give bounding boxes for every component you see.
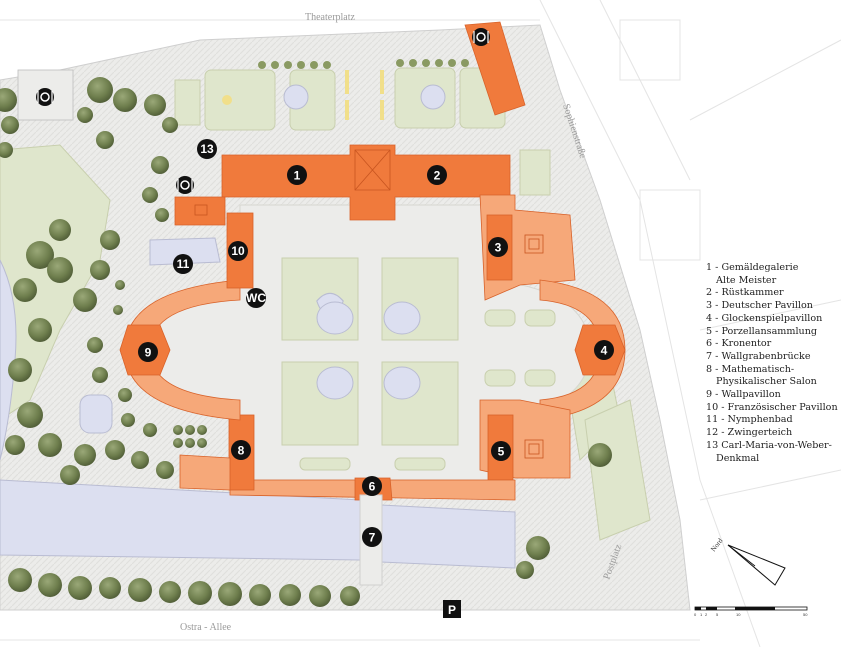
map-legend: 1 - Gemäldegalerie Alte Meister 2 - Rüst… (706, 262, 838, 465)
marker-8[interactable]: 8 (231, 440, 251, 460)
nymphenbad-pool (149, 237, 221, 266)
legend-item: 13 Carl-Maria-von-Weber- (706, 439, 832, 451)
legend-item: 2 - Rüstkammer (706, 287, 784, 299)
svg-text:3: 3 (495, 241, 502, 255)
trees (0, 77, 612, 607)
svg-text:11: 11 (177, 257, 190, 271)
legend-item-cont: Denkmal (716, 452, 760, 464)
svg-text:1: 1 (294, 169, 301, 183)
svg-text:10: 10 (231, 244, 245, 258)
svg-text:2: 2 (434, 169, 441, 183)
legend-item: 11 - Nymphenbad (706, 414, 793, 426)
legend-item: 6 - Kronentor (706, 338, 772, 350)
marker-4[interactable]: 4 (594, 340, 614, 360)
svg-text:8: 8 (238, 444, 245, 458)
legend-item: 4 - Glockenspielpavillon (706, 312, 823, 324)
legend-item: 3 - Deutscher Pavillon (706, 300, 813, 312)
svg-text:1: 1 (700, 612, 703, 617)
svg-text:P: P (448, 603, 456, 617)
street-ostra-allee: Ostra - Allee (180, 622, 232, 633)
legend-item: 9 - Wallpavillon (706, 389, 781, 401)
legend-item: 8 - Mathematisch- (706, 363, 795, 375)
legend-item-cont: Physikalischer Salon (716, 376, 817, 388)
marker-5[interactable]: 5 (491, 441, 511, 461)
marker-2[interactable]: 2 (427, 165, 447, 185)
svg-text:7: 7 (369, 531, 376, 545)
svg-text:6: 6 (369, 480, 376, 494)
legend-item: 12 - Zwingerteich (706, 427, 793, 439)
legend-item-cont: Alte Meister (716, 274, 777, 286)
svg-text:50: 50 (803, 612, 808, 617)
marker-7[interactable]: 7 (362, 527, 382, 547)
marker-13[interactable]: 13 (197, 139, 217, 159)
scale-bar: 0 1 2 5 10 50 (694, 606, 808, 617)
street-theaterplatz: Theaterplatz (305, 12, 356, 23)
svg-text:13: 13 (200, 142, 214, 156)
restaurant-icon[interactable] (36, 88, 54, 106)
svg-text:4: 4 (601, 344, 608, 358)
marker-11[interactable]: 11 (173, 254, 193, 274)
restaurant-icon[interactable] (472, 28, 490, 46)
svg-text:5: 5 (498, 445, 505, 459)
legend-item: 7 - Wallgrabenbrücke (706, 350, 811, 362)
marker-9[interactable]: 9 (138, 342, 158, 362)
svg-text:5: 5 (716, 612, 719, 617)
legend-item: 5 - Porzellansammlung (706, 325, 818, 337)
svg-text:10: 10 (736, 612, 741, 617)
legend-item: 10 - Französischer Pavillon (706, 401, 838, 413)
restaurant-icon[interactable] (176, 176, 194, 194)
marker-10[interactable]: 10 (228, 241, 248, 261)
map-markers: 1 2 3 4 5 6 7 8 9 10 11 13 (138, 139, 614, 547)
marker-1[interactable]: 1 (287, 165, 307, 185)
wc-marker[interactable]: WC (246, 288, 266, 308)
svg-text:9: 9 (145, 346, 152, 360)
legend-item: 1 - Gemäldegalerie (706, 262, 799, 273)
marker-3[interactable]: 3 (488, 237, 508, 257)
svg-text:WC: WC (246, 291, 266, 305)
marker-6[interactable]: 6 (362, 476, 382, 496)
svg-text:0: 0 (694, 612, 697, 617)
svg-text:2: 2 (705, 612, 708, 617)
parking-marker[interactable]: P (443, 600, 461, 618)
